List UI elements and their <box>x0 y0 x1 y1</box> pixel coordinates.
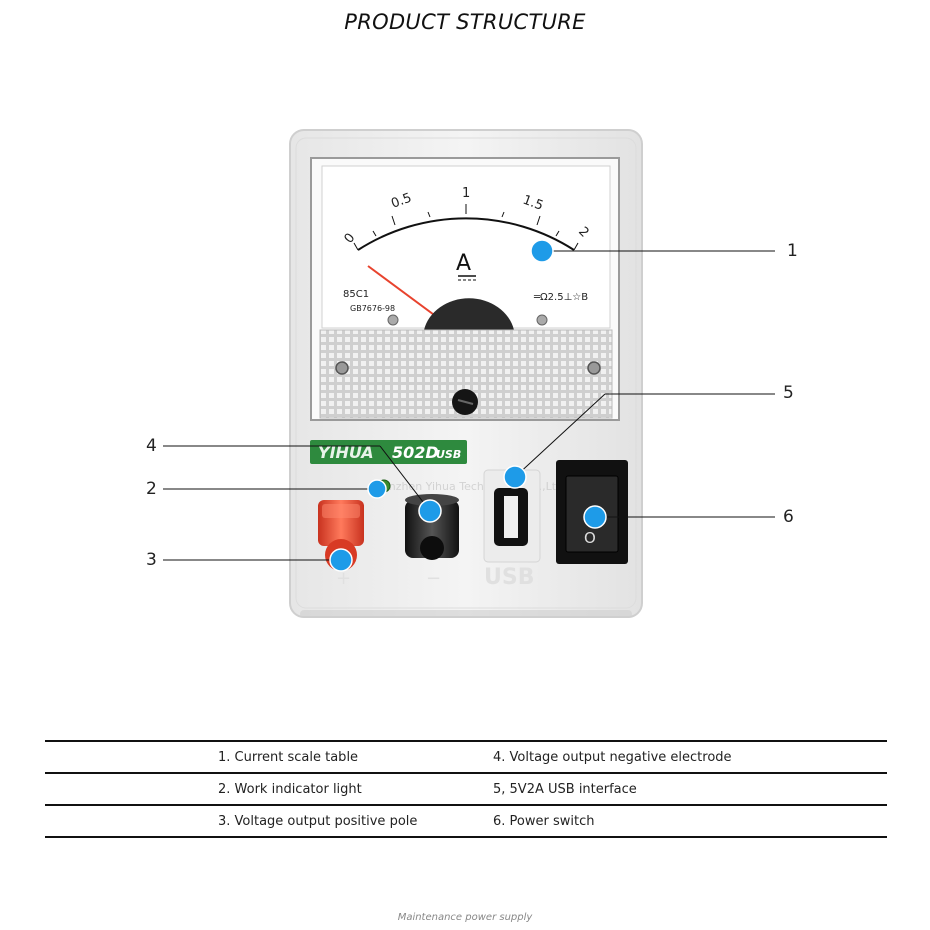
callout-number-1: 1 <box>787 241 798 261</box>
switch-off-mark: O <box>584 529 596 547</box>
spec-left-cell: 1. Current scale table <box>218 740 493 774</box>
callout-dot-1 <box>530 239 554 263</box>
callout-number-6: 6 <box>783 507 794 527</box>
scale-label-1: 1 <box>462 186 470 201</box>
page-title: PRODUCT STRUCTURE <box>344 10 586 34</box>
model-suffix: USB <box>436 448 461 461</box>
callout-dot-2 <box>367 479 387 499</box>
callout-dot-5 <box>503 465 527 489</box>
callout-dot-6 <box>583 505 607 529</box>
table-row: 3. Voltage output positive pole 6. Power… <box>45 804 887 838</box>
positive-sign: + <box>336 568 351 589</box>
spec-right-cell: 4. Voltage output negative electrode <box>493 740 887 774</box>
spec-left-cell: 2. Work indicator light <box>218 772 493 806</box>
spec-table: 1. Current scale table 4. Voltage output… <box>45 740 887 838</box>
scale-label-0-5: 0.5 <box>389 191 414 212</box>
meter-standard-label: GB7676-98 <box>350 304 395 313</box>
callout-lines <box>163 250 775 561</box>
callout-dot-4 <box>418 499 442 523</box>
callout-number-2: 2 <box>146 479 157 499</box>
scale-label-1-5: 1.5 <box>521 193 546 214</box>
table-row: 1. Current scale table 4. Voltage output… <box>45 740 887 774</box>
negative-sign: − <box>426 568 441 589</box>
current-meter: 0 0.5 1 1.5 2 A 85C1 GB7676-98 ═Ω2.5⊥☆B <box>310 157 620 421</box>
product-figure: 0 0.5 1 1.5 2 A 85C1 GB7676-98 ═Ω2.5⊥☆B … <box>163 129 775 618</box>
meter-ticks <box>353 204 579 251</box>
spec-right-cell: 5, 5V2A USB interface <box>493 772 887 806</box>
callout-number-4: 4 <box>146 436 157 456</box>
brand-logo: YIHUA <box>318 443 374 462</box>
brand-plate: YIHUA 502D USB <box>310 440 467 464</box>
model-label: 502D <box>392 443 439 462</box>
table-row: 2. Work indicator light 5, 5V2A USB inte… <box>45 772 887 806</box>
meter-unit: A <box>456 251 471 276</box>
meter-model-label: 85C1 <box>343 289 369 300</box>
callout-dot-3 <box>329 548 353 572</box>
usb-label: USB <box>484 565 534 590</box>
footer-caption: Maintenance power supply <box>397 912 533 923</box>
callout-number-5: 5 <box>783 383 794 403</box>
callout-dots <box>329 239 607 572</box>
spec-left-cell: 3. Voltage output positive pole <box>218 804 493 838</box>
callout-number-3: 3 <box>146 550 157 570</box>
meter-scale-arc <box>357 217 575 251</box>
meter-class-marks: ═Ω2.5⊥☆B <box>533 292 588 303</box>
usb-port[interactable]: USB <box>483 469 541 590</box>
spec-right-cell: 6. Power switch <box>493 804 887 838</box>
